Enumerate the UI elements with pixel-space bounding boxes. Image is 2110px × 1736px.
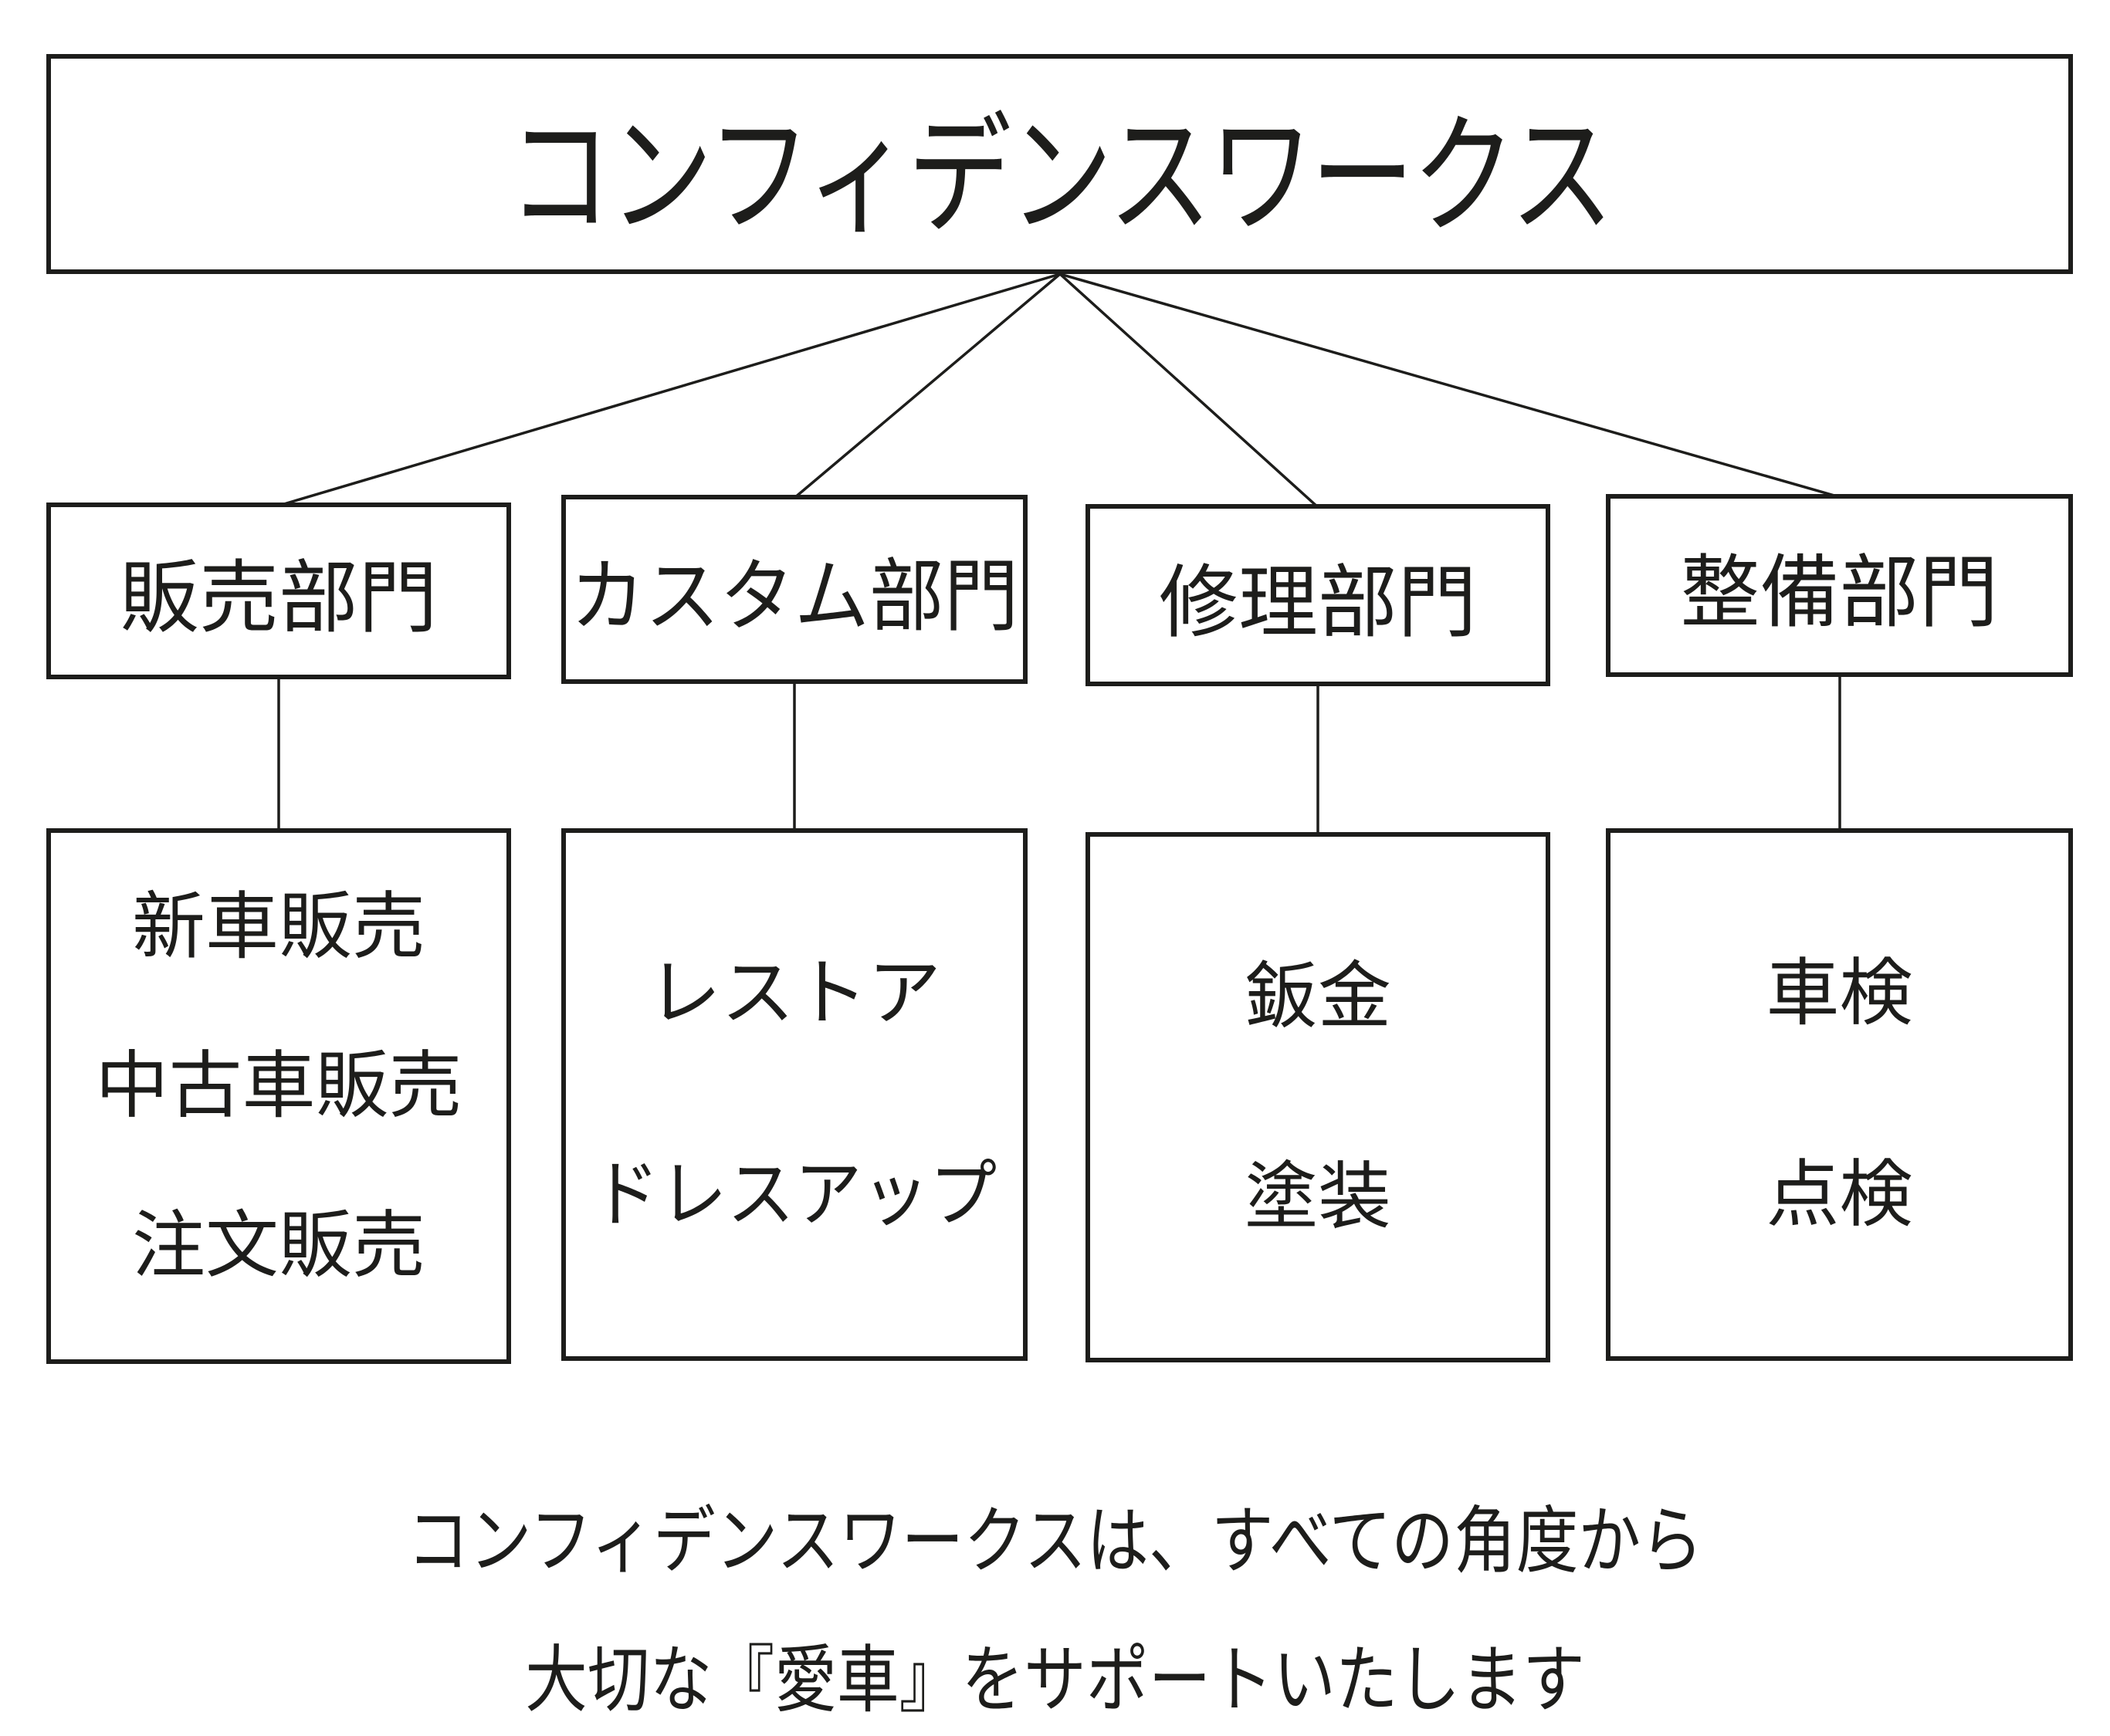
caption-line-1: コンフィデンスワークスは、すべての角度から xyxy=(407,1501,1703,1582)
dept-label-sales: 販売部門 xyxy=(120,553,438,642)
dept-box-repair: 修理部門 xyxy=(1085,504,1550,686)
detail-item-dress-up: ドレスアップ xyxy=(591,1154,997,1237)
dept-label-custom: カスタム部門 xyxy=(570,552,1019,641)
dept-label-maintenance: 整備部門 xyxy=(1680,548,1999,637)
detail-item-order-sales: 注文販売 xyxy=(131,1204,425,1287)
detail-item-checkup: 点検 xyxy=(1766,1154,1913,1237)
detail-item-sheet-metal: 鈑金 xyxy=(1244,956,1391,1038)
detail-item-new-car-sales: 新車販売 xyxy=(131,886,425,968)
dept-box-maintenance: 整備部門 xyxy=(1606,494,2073,677)
fan-line-repair xyxy=(1058,272,1319,509)
detail-box-repair: 鈑金 塗装 xyxy=(1085,832,1550,1362)
fan-line-maintenance xyxy=(1059,272,1841,499)
fan-line-custom xyxy=(793,272,1062,499)
detail-box-sales: 新車販売 中古車販売 注文販売 xyxy=(46,828,511,1364)
fan-line-sales xyxy=(278,272,1061,507)
dept-box-custom: カスタム部門 xyxy=(561,495,1028,684)
detail-box-maintenance: 車検 点検 xyxy=(1606,828,2073,1361)
company-title: コンフィデンスワークス xyxy=(507,103,1614,250)
dept-box-sales: 販売部門 xyxy=(46,503,511,679)
detail-item-used-car-sales: 中古車販売 xyxy=(95,1045,462,1128)
dept-label-repair: 修理部門 xyxy=(1159,557,1477,647)
detail-item-restore: レストア xyxy=(647,953,941,1035)
caption-line-2: 大切な『愛車』をサポートいたします xyxy=(525,1640,1585,1721)
detail-box-custom: レストア ドレスアップ xyxy=(561,828,1028,1361)
company-title-box: コンフィデンスワークス xyxy=(46,54,2073,274)
detail-item-painting: 塗装 xyxy=(1244,1156,1391,1239)
detail-item-vehicle-inspection: 車検 xyxy=(1766,953,1913,1035)
